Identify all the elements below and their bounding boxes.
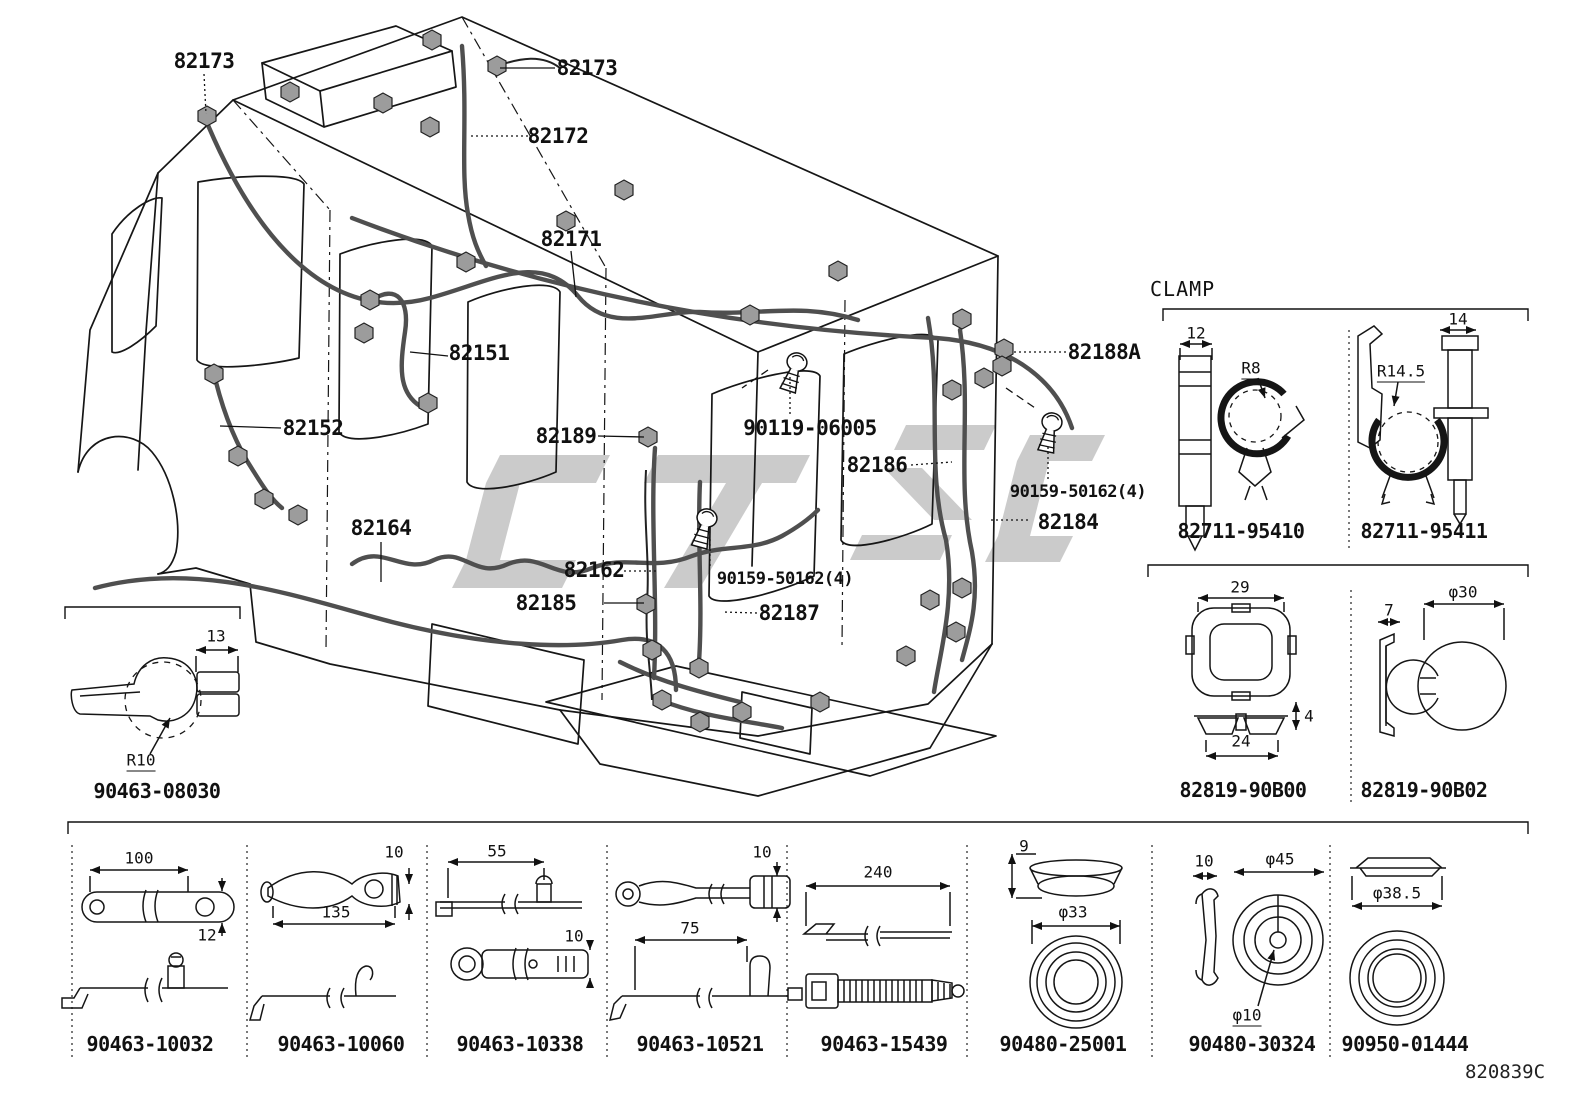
hook-retainer-sketch [70, 646, 240, 755]
dim-label: 240 [863, 862, 893, 882]
part-number: 90463-15439 [820, 1032, 948, 1056]
dim-label: 100 [124, 848, 154, 868]
part-number: 90463-10521 [636, 1032, 764, 1056]
callout-90119-06005: 90119-06005 [743, 416, 877, 440]
dim-label: R14.5 [1376, 361, 1426, 383]
dim-label: 4 [1304, 706, 1314, 726]
callout-82162: 82162 [563, 558, 625, 582]
truck-cab-outline [77, 16, 999, 797]
clamp-section-title: CLAMP [1150, 277, 1216, 301]
bottom-part-sketches [61, 853, 1446, 1029]
callout-82188A: 82188A [1067, 340, 1141, 364]
dim-label: φ33 [1058, 902, 1088, 922]
dim-label: 135 [321, 902, 351, 922]
part-number: 90463-08030 [93, 779, 221, 803]
callout-82152: 82152 [282, 416, 344, 440]
callout-82164: 82164 [350, 516, 412, 540]
dim-label: φ30 [1448, 582, 1478, 602]
part-number: 90463-10032 [86, 1032, 214, 1056]
section-brackets [64, 308, 1529, 834]
dim-label: R8 [1241, 358, 1261, 380]
dim-label: 29 [1230, 577, 1250, 597]
dim-label: R10 [126, 750, 156, 772]
dim-label: φ38.5 [1372, 883, 1422, 903]
watermark-logo [452, 425, 1105, 588]
part-number: 90463-10060 [277, 1032, 405, 1056]
callout-82173-right: 82173 [556, 56, 618, 80]
part-number: 90480-25001 [999, 1032, 1127, 1056]
wiring-harnesses [92, 43, 1075, 731]
part-number: 82711-95411 [1360, 519, 1488, 543]
dim-label: φ10 [1232, 1005, 1262, 1027]
dim-label: 24 [1231, 731, 1251, 751]
part-number: 90480-30324 [1188, 1032, 1316, 1056]
part-number: 90950-01444 [1341, 1032, 1469, 1056]
screw-icon [777, 349, 811, 395]
dim-label: 7 [1384, 600, 1394, 620]
callout-82171: 82171 [540, 227, 602, 251]
figure-code: 820839C [1464, 1061, 1546, 1083]
part-number: 82819-90B02 [1360, 778, 1488, 802]
dim-label: 55 [487, 841, 507, 861]
dim-label: 10 [1194, 851, 1214, 871]
dim-label: 9 [1019, 836, 1029, 856]
dim-label: 10 [384, 842, 404, 862]
dim-label: 10 [564, 926, 584, 946]
cell-dividers [71, 330, 1352, 1060]
connector-blobs [197, 29, 1014, 733]
callout-90159-50162-right: 90159-50162(4) [1009, 482, 1147, 502]
callout-82172: 82172 [527, 124, 589, 148]
callout-82187: 82187 [758, 601, 820, 625]
dim-label: 12 [1186, 323, 1206, 343]
callout-82189: 82189 [535, 424, 597, 448]
dim-label: 13 [206, 626, 226, 646]
callout-82185: 82185 [515, 591, 577, 615]
dim-label: 12 [197, 925, 217, 945]
dim-label: 10 [752, 842, 772, 862]
part-number: 90463-10338 [456, 1032, 584, 1056]
dim-label: 14 [1448, 309, 1468, 329]
callout-82184: 82184 [1037, 510, 1099, 534]
dim-label: φ45 [1265, 849, 1295, 869]
callout-82186: 82186 [846, 453, 908, 477]
clamp-sketches [1178, 325, 1507, 760]
callout-leader-lines [203, 67, 1066, 614]
callout-82151: 82151 [448, 341, 510, 365]
dashed-body-lines [232, 16, 846, 701]
part-number: 82711-95410 [1177, 519, 1305, 543]
part-number: 82819-90B00 [1179, 778, 1307, 802]
callout-82173-left: 82173 [173, 49, 235, 73]
dim-label: 75 [680, 918, 700, 938]
callout-90159-50162-center: 90159-50162(4) [716, 569, 854, 589]
